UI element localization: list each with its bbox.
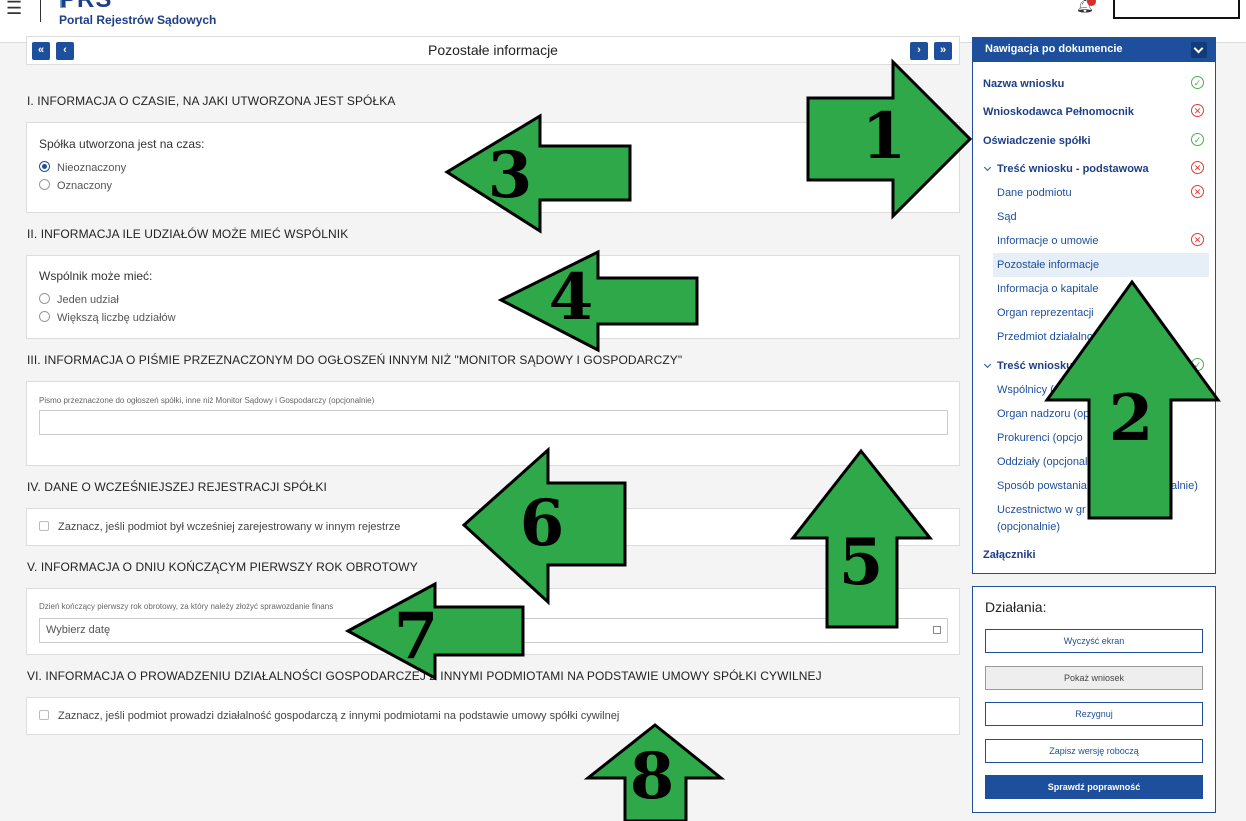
actions-panel: Działania: Wyczyść ekran Pokaż wniosek R…: [972, 586, 1216, 813]
annotation-label-6: 6: [520, 486, 565, 561]
nav-item-capital-info[interactable]: Informacja o kapitale: [997, 283, 1099, 295]
section-1-label: Spółka utworzona jest na czas:: [39, 137, 205, 151]
nav-item-applicant[interactable]: Wnioskodawca Pełnomocnik: [983, 106, 1134, 118]
section-3-field-label: Pismo przeznaczone do ogłoszeń spółki, i…: [39, 396, 375, 405]
radio-icon[interactable]: [39, 293, 50, 304]
annotation-arrow-4: [497, 249, 699, 353]
nav-item-application-name[interactable]: Nazwa wniosku: [983, 78, 1065, 90]
check-circle-icon: ✓: [1191, 133, 1204, 146]
logo-text[interactable]: PRS: [60, 0, 112, 14]
section-3-title: III. INFORMACJA O PIŚMIE PRZEZNACZONYM D…: [27, 353, 683, 367]
error-circle-icon: ✕: [1191, 233, 1204, 246]
show-application-button[interactable]: Pokaż wniosek: [985, 666, 1203, 690]
page-title: Pozostałe informacje: [428, 42, 558, 58]
nav-item-proxies[interactable]: Prokurenci (opcjo: [997, 432, 1083, 444]
section-5-field-label: Dzień kończący pierwszy rok obrotowy, za…: [39, 602, 334, 611]
hamburger-menu-icon[interactable]: ☰: [6, 0, 23, 18]
section-6-card: Zaznacz, jeśli podmiot prowadzi działaln…: [26, 697, 960, 735]
actions-title: Działania:: [985, 599, 1047, 615]
error-circle-icon: ✕: [1191, 185, 1204, 198]
clear-screen-button[interactable]: Wyczyść ekran: [985, 629, 1203, 653]
error-circle-icon: ✕: [1191, 161, 1204, 174]
top-header: ☰ PRS Portal Rejestrów Sądowych 🔔︎: [0, 0, 1246, 43]
annotation-label-4: 4: [549, 260, 594, 335]
next-page-button[interactable]: ›: [910, 42, 928, 60]
section-2-label: Wspólnik może mieć:: [39, 269, 153, 283]
nav-item-group-participation-optional: (opcjonalnie): [997, 521, 1060, 533]
radio-option-many-shares[interactable]: Większą liczbę udziałów: [39, 311, 176, 324]
nav-item-business-scope[interactable]: Przedmiot działalno: [997, 331, 1093, 343]
radio-icon[interactable]: [39, 179, 50, 190]
nav-item-other-info[interactable]: Pozostałe informacje: [993, 253, 1209, 277]
nav-item-company-statement[interactable]: Oświadczenie spółki: [983, 135, 1091, 147]
nav-item-group-participation[interactable]: Uczestnictwo w gr: [997, 504, 1086, 516]
nav-item-formation[interactable]: Sposób powstania: [997, 480, 1087, 492]
nav-item-extended-content[interactable]: Treść wniosku: [983, 360, 1073, 372]
annotation-arrow-3: [444, 113, 632, 234]
annotation-arrow-7: [344, 581, 525, 681]
annotation-label-1: 1: [862, 99, 907, 174]
radio-icon[interactable]: [39, 311, 50, 322]
radio-option-indefinite[interactable]: Nieoznaczony: [39, 161, 126, 174]
logo-accent: [60, 0, 66, 8]
section-4-title: IV. DANE O WCZEŚNIEJSZEJ REJESTRACJI SPÓ…: [27, 480, 327, 494]
nav-item-branches[interactable]: Oddziały (opcjonal: [997, 456, 1088, 468]
annotation-label-5: 5: [839, 525, 884, 600]
nav-item-court[interactable]: Sąd: [997, 211, 1017, 223]
annotation-label-3: 3: [488, 138, 533, 213]
save-draft-button[interactable]: Zapisz wersję roboczą: [985, 739, 1203, 763]
calendar-icon[interactable]: [933, 626, 941, 634]
logo-divider: [40, 0, 41, 22]
annotation-arrow-6: [461, 446, 627, 606]
check-circle-icon: ✓: [1191, 76, 1204, 89]
first-page-button[interactable]: «: [32, 42, 50, 60]
nav-item-partners[interactable]: Wspólnicy (: [997, 384, 1054, 396]
chevron-down-icon[interactable]: [1191, 42, 1207, 58]
nav-item-basic-content[interactable]: Treść wniosku - podstawowa: [983, 163, 1149, 175]
radio-option-one-share[interactable]: Jeden udział: [39, 293, 119, 306]
side-nav-header[interactable]: Nawigacja po dokumencie: [973, 38, 1215, 62]
nav-item-agreement-info[interactable]: Informacje o umowie: [997, 235, 1099, 247]
user-menu-box[interactable]: [1113, 0, 1240, 19]
radio-option-definite[interactable]: Oznaczony: [39, 179, 112, 192]
section-3-card: Pismo przeznaczone do ogłoszeń spółki, i…: [26, 381, 960, 466]
cancel-button[interactable]: Rezygnuj: [985, 702, 1203, 726]
annotation-arrow-5: [789, 448, 934, 629]
logo-subtitle[interactable]: Portal Rejestrów Sądowych: [59, 13, 217, 27]
prev-page-button[interactable]: ‹: [56, 42, 74, 60]
nav-item-entity-data[interactable]: Dane podmiotu: [997, 187, 1072, 199]
section-1-title: I. INFORMACJA O CZASIE, NA JAKI UTWORZON…: [27, 94, 396, 108]
validate-button[interactable]: Sprawdź poprawność: [985, 775, 1203, 799]
prior-registration-checkbox-row[interactable]: Zaznacz, jeśli podmiot był wcześniej zar…: [39, 521, 400, 533]
section-6-title: VI. INFORMACJA O PROWADZENIU DZIAŁALNOŚC…: [27, 669, 822, 683]
error-circle-icon: ✕: [1191, 104, 1204, 117]
notification-badge: [1087, 0, 1096, 6]
section-2-title: II. INFORMACJA ILE UDZIAŁÓW MOŻE MIEĆ WS…: [27, 227, 349, 241]
annotation-label-2: 2: [1109, 381, 1154, 456]
checkbox-icon[interactable]: [39, 521, 49, 531]
last-page-button[interactable]: »: [934, 42, 952, 60]
page-header: « ‹ Pozostałe informacje › »: [26, 36, 960, 65]
publication-input[interactable]: [39, 410, 948, 435]
checkbox-icon[interactable]: [39, 710, 49, 720]
section-5-title: V. INFORMACJA O DNIU KOŃCZĄCYM PIERWSZY …: [27, 560, 418, 574]
annotation-arrow-1: [806, 58, 973, 220]
annotation-label-8: 8: [630, 739, 675, 814]
nav-item-supervisory[interactable]: Organ nadzoru (op: [997, 408, 1090, 420]
nav-item-formation-tail: alnie): [1171, 480, 1198, 492]
nav-item-representation[interactable]: Organ reprezentacji: [997, 307, 1094, 319]
annotation-label-7: 7: [394, 599, 439, 674]
nav-item-attachments[interactable]: Załączniki: [983, 549, 1036, 561]
section-2-card: Wspólnik może mieć: Jeden udział Większą…: [26, 255, 960, 339]
radio-checked-icon[interactable]: [39, 161, 50, 172]
annotation-arrow-8: [583, 723, 726, 821]
annotation-arrow-2: [1044, 279, 1221, 520]
civil-partnership-checkbox-row[interactable]: Zaznacz, jeśli podmiot prowadzi działaln…: [39, 710, 619, 722]
